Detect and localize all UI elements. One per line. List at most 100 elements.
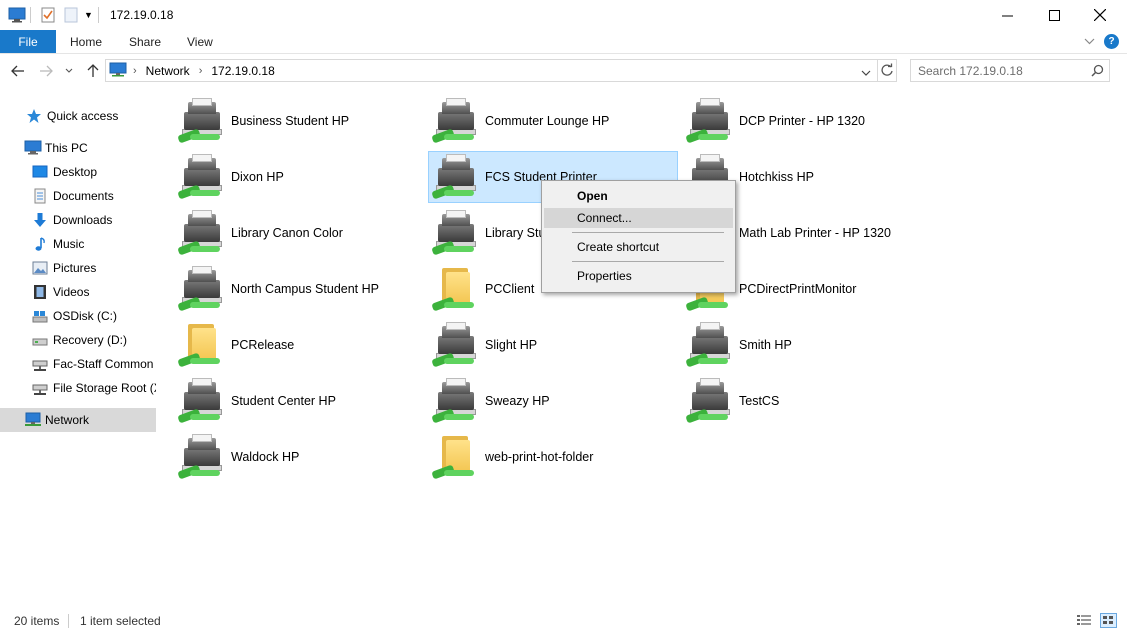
- expand-ribbon-chevron-icon[interactable]: [1084, 30, 1095, 53]
- item-label: Library Canon Color: [231, 226, 343, 240]
- list-item[interactable]: Library Stu: [416, 207, 666, 259]
- shared-folder-icon: [177, 320, 228, 370]
- item-label: Hotchkiss HP: [739, 170, 815, 184]
- sidebar-item-file-storage-root[interactable]: File Storage Root (X: [0, 376, 156, 400]
- list-item[interactable]: Smith HP: [670, 319, 920, 371]
- network-icon: [24, 412, 41, 428]
- sidebar-item-videos[interactable]: Videos: [0, 280, 156, 304]
- sidebar-item-network[interactable]: Network: [0, 408, 156, 432]
- printer-icon: [685, 96, 736, 146]
- network-drive-icon: [32, 356, 48, 372]
- list-item[interactable]: North Campus Student HP: [162, 263, 412, 315]
- breadcrumb-current[interactable]: 172.19.0.18: [211, 63, 275, 78]
- details-view-icon[interactable]: [1077, 614, 1092, 630]
- list-item[interactable]: Business Student HP: [162, 95, 412, 147]
- list-item[interactable]: Waldock HP: [162, 431, 412, 483]
- customize-toolbar-dropdown-icon[interactable]: ▼: [84, 10, 93, 20]
- item-count: 20 items: [14, 614, 60, 628]
- search-icon[interactable]: [1091, 64, 1104, 80]
- documents-icon: [32, 188, 48, 204]
- item-label: Smith HP: [739, 338, 792, 352]
- computer-icon: [8, 6, 26, 24]
- back-arrow-icon[interactable]: [8, 60, 28, 82]
- context-menu-create-shortcut[interactable]: Create shortcut: [577, 240, 660, 254]
- sidebar-item-recovery[interactable]: Recovery (D:): [0, 328, 156, 352]
- film-icon: [32, 284, 48, 300]
- large-icons-view-icon[interactable]: [1100, 613, 1117, 628]
- context-menu-connect[interactable]: Connect...: [544, 208, 733, 228]
- item-label: Sweazy HP: [485, 394, 550, 408]
- list-item[interactable]: TestCS: [670, 375, 920, 427]
- sidebar-item-this-pc[interactable]: This PC: [0, 136, 156, 160]
- list-item[interactable]: Commuter Lounge HP: [416, 95, 666, 147]
- list-item[interactable]: Sweazy HP: [416, 375, 666, 427]
- list-item[interactable]: Student Center HP: [162, 375, 412, 427]
- search-placeholder: Search 172.19.0.18: [918, 63, 1023, 78]
- item-label: DCP Printer - HP 1320: [739, 114, 865, 128]
- address-divider: [877, 60, 878, 81]
- item-label: Library Stu: [485, 226, 546, 240]
- printer-icon: [685, 320, 736, 370]
- selection-count: 1 item selected: [80, 614, 161, 628]
- sidebar-item-label: File Storage Root (X: [53, 381, 156, 395]
- sidebar-item-music[interactable]: Music: [0, 232, 156, 256]
- help-icon[interactable]: ?: [1104, 34, 1119, 49]
- sidebar-item-quick-access[interactable]: Quick access: [0, 104, 156, 128]
- forward-arrow-icon[interactable]: [36, 60, 56, 82]
- sidebar-item-label: Desktop: [53, 165, 98, 179]
- context-menu-properties[interactable]: Properties: [577, 269, 632, 283]
- sidebar-item-label: Documents: [53, 189, 114, 203]
- search-input[interactable]: Search 172.19.0.18: [910, 59, 1110, 82]
- sidebar-item-label: Recovery (D:): [53, 333, 128, 347]
- pictures-icon: [32, 260, 48, 276]
- tab-view[interactable]: View: [187, 34, 213, 49]
- list-item[interactable]: Dixon HP: [162, 151, 412, 203]
- list-item[interactable]: web-print-hot-folder: [416, 431, 666, 483]
- sidebar-item-label: Music: [53, 237, 85, 251]
- sidebar-item-osdisk[interactable]: OSDisk (C:): [0, 304, 156, 328]
- sidebar-item-downloads[interactable]: Downloads: [0, 208, 156, 232]
- network-icon: [109, 62, 127, 80]
- star-icon: [26, 108, 42, 124]
- list-item[interactable]: DCP Printer - HP 1320: [670, 95, 920, 147]
- tab-home[interactable]: Home: [70, 34, 103, 49]
- breadcrumb-separator-icon[interactable]: ›: [198, 64, 203, 77]
- sidebar-item-pictures[interactable]: Pictures: [0, 256, 156, 280]
- breadcrumb-network[interactable]: Network: [145, 63, 190, 78]
- sidebar-item-label: Quick access: [47, 109, 119, 123]
- context-menu-separator: [572, 232, 724, 233]
- tab-file[interactable]: File: [0, 30, 56, 53]
- close-button[interactable]: [1077, 0, 1123, 30]
- context-menu-open[interactable]: Open: [577, 189, 608, 203]
- new-folder-icon[interactable]: [64, 6, 78, 24]
- printer-icon: [431, 96, 482, 146]
- context-menu: Open Connect... Create shortcut Properti…: [541, 180, 736, 293]
- properties-icon[interactable]: [41, 6, 55, 24]
- qa-divider: [30, 7, 31, 23]
- item-label: Math Lab Printer - HP 1320: [739, 226, 891, 240]
- list-item[interactable]: Library Canon Color: [162, 207, 412, 259]
- item-label: Student Center HP: [231, 394, 336, 408]
- breadcrumb-separator-icon[interactable]: ›: [133, 64, 137, 77]
- maximize-button[interactable]: [1031, 0, 1077, 30]
- list-item[interactable]: PCClient: [416, 263, 666, 315]
- up-arrow-icon[interactable]: [83, 60, 103, 82]
- refresh-icon[interactable]: [880, 63, 894, 80]
- address-history-chevron-icon[interactable]: [861, 66, 871, 80]
- recent-locations-chevron-icon[interactable]: [62, 60, 76, 82]
- music-note-icon: [32, 236, 48, 252]
- navigation-pane: Quick access This PC Desktop Documents D…: [0, 96, 158, 606]
- printer-icon: [177, 208, 228, 258]
- window-title: 172.19.0.18: [110, 8, 174, 22]
- tab-share[interactable]: Share: [129, 34, 162, 49]
- printer-icon: [431, 320, 482, 370]
- printer-icon: [431, 208, 482, 258]
- sidebar-item-documents[interactable]: Documents: [0, 184, 156, 208]
- minimize-button[interactable]: [984, 0, 1030, 30]
- printer-icon: [177, 152, 228, 202]
- sidebar-item-fac-staff-common[interactable]: Fac-Staff Common: [0, 352, 156, 376]
- list-item[interactable]: PCRelease: [162, 319, 412, 371]
- sidebar-item-desktop[interactable]: Desktop: [0, 160, 156, 184]
- list-item[interactable]: Slight HP: [416, 319, 666, 371]
- address-bar[interactable]: › Network › 172.19.0.18: [105, 59, 897, 82]
